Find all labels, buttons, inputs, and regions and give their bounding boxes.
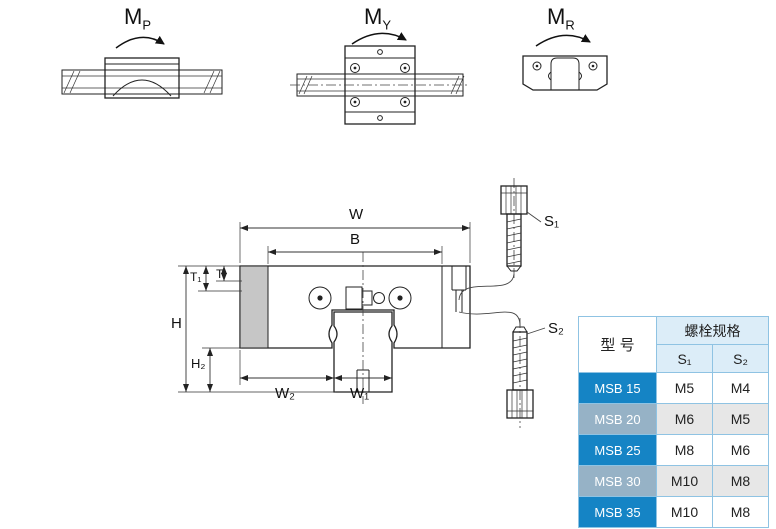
dim-label-w: W <box>349 206 364 223</box>
mp-moment-arrow <box>115 35 165 49</box>
s2-cell: M6 <box>712 434 769 466</box>
mr-carriage-block <box>522 55 608 91</box>
s2-cell: M8 <box>712 465 769 497</box>
bolt-s1 <box>458 178 542 301</box>
header-s2: S₂ <box>712 344 769 373</box>
table-row: MSB 35 M10 M8 <box>578 496 769 528</box>
s1-counterbore-hole <box>451 266 467 312</box>
mp-carriage-block <box>104 57 180 99</box>
end-seal-section <box>240 266 268 348</box>
mr-label: MR <box>547 4 575 32</box>
mr-label-sub: R <box>565 17 575 33</box>
s1-leader-curve <box>458 273 515 301</box>
mr-label-main: M <box>547 4 566 29</box>
carriage-body <box>239 265 471 349</box>
header-model: 型 号 <box>578 316 657 373</box>
table-header-row-2: S₁ S₂ <box>578 344 769 373</box>
dim-label-s1: S₁ <box>544 213 560 230</box>
mr-diagram <box>522 34 608 91</box>
s1-cell: M10 <box>656 465 713 497</box>
my-label: MY <box>364 4 391 32</box>
mp-diagram <box>61 35 223 99</box>
mp-label: MP <box>124 4 151 32</box>
dim-label-w2: W₂ <box>275 385 295 402</box>
table-row: MSB 15 M5 M4 <box>578 372 769 404</box>
dim-label-h2: H₂ <box>191 356 206 371</box>
my-diagram <box>290 32 470 125</box>
s1-cell: M8 <box>656 434 713 466</box>
dimension-lines <box>178 222 471 393</box>
s2-cell: M4 <box>712 372 769 404</box>
dim-label-b: B <box>350 231 361 248</box>
s1-cell: M5 <box>656 372 713 404</box>
ball-track-circle-left <box>308 286 332 310</box>
table-row: MSB 20 M6 M5 <box>578 403 769 435</box>
ball-track-circle-right <box>388 286 412 310</box>
table-row: MSB 30 M10 M8 <box>578 465 769 497</box>
mp-label-main: M <box>124 4 143 29</box>
mp-label-sub: P <box>142 17 151 33</box>
dim-label-t1: T₁ <box>190 270 202 284</box>
table-row: MSB 25 M8 M6 <box>578 434 769 466</box>
s1-cell: M6 <box>656 403 713 435</box>
dim-label-h: H <box>171 315 182 332</box>
s2-cell: M5 <box>712 403 769 435</box>
grease-nipple <box>345 286 385 310</box>
my-label-main: M <box>364 4 383 29</box>
s1-cell: M10 <box>656 496 713 528</box>
dim-label-t: T <box>216 267 224 281</box>
model-cell: MSB 15 <box>578 372 657 404</box>
model-cell: MSB 20 <box>578 403 657 435</box>
rail-section <box>333 311 393 393</box>
model-cell: MSB 25 <box>578 434 657 466</box>
dim-label-w1: W₁ <box>350 385 370 402</box>
my-moment-arrow <box>351 32 407 45</box>
s2-leader-curve <box>458 311 521 327</box>
dim-label-s2: S₂ <box>548 320 564 337</box>
model-cell: MSB 30 <box>578 465 657 497</box>
bolt-spec-table: 型 号 螺栓规格 S₁ S₂ MSB 15 M5 M4 MSB 20 M6 M5… <box>578 316 769 528</box>
bolt-s2 <box>458 311 546 428</box>
table-header-row-1: 型 号 螺栓规格 <box>578 316 769 373</box>
main-cross-section <box>239 252 471 404</box>
model-cell: MSB 35 <box>578 496 657 528</box>
mr-moment-arrow <box>535 34 591 47</box>
header-bolt-spec: 螺栓规格 <box>656 316 769 345</box>
my-label-sub: Y <box>382 17 391 33</box>
s2-cell: M8 <box>712 496 769 528</box>
header-s1: S₁ <box>656 344 713 373</box>
